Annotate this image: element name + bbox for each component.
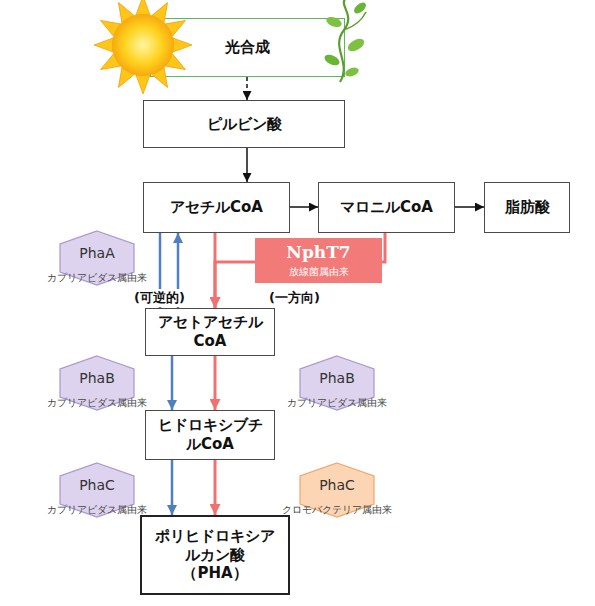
- node-title: ピルビン酸: [207, 115, 282, 134]
- process-box: アセトアセチルCoA: [145, 308, 275, 356]
- node-title: 脂肪酸: [505, 198, 550, 217]
- process-box: ピルビン酸: [143, 100, 345, 148]
- node-title: PhaC: [299, 477, 375, 493]
- process-box: ヒドロキシブチルCoA: [145, 410, 275, 460]
- node-subtitle: カプリアビダス属由来: [47, 272, 147, 285]
- process-box: 光合成: [150, 18, 345, 77]
- node-title: NphT7: [286, 242, 350, 263]
- node-subtitle: カプリアビダス属由来: [287, 397, 387, 410]
- enzyme-hexagon: PhaBカプリアビダス属由来: [299, 355, 375, 411]
- note-label: (一方向): [268, 289, 321, 307]
- node-title: アセチルCoA: [170, 198, 263, 217]
- flow-arrow: [455, 206, 484, 208]
- enzyme-hexagon: PhaCカプリアビダス属由来: [59, 462, 135, 518]
- product-box: ポリヒドロキシアルカン酸（PHA）: [140, 515, 290, 595]
- node-title: 光合成: [225, 38, 270, 57]
- process-box: マロニルCoA: [318, 182, 455, 233]
- node-subtitle: （PHA）: [182, 564, 247, 583]
- node-title: ヒドロキシブチルCoA: [152, 416, 268, 454]
- node-title: アセトアセチルCoA: [152, 313, 268, 351]
- node-title: ポリヒドロキシアルカン酸: [148, 527, 282, 565]
- note-label: (可逆的): [133, 289, 186, 307]
- flow-arrow: [171, 460, 174, 515]
- node-subtitle: クロモバクテリア属由来: [282, 504, 392, 517]
- process-box: 脂肪酸: [484, 182, 570, 233]
- node-title: PhaB: [59, 370, 135, 386]
- flow-arrow: [171, 356, 174, 410]
- node-title: PhaC: [59, 477, 135, 493]
- flow-arrow: [290, 206, 318, 208]
- node-subtitle: 放線菌属由来: [289, 266, 349, 279]
- process-box: アセチルCoA: [143, 182, 290, 233]
- enzyme-box: NphT7 放線菌属由来: [255, 238, 382, 283]
- enzyme-hexagon: PhaAカプリアビダス属由来: [59, 230, 135, 286]
- node-subtitle: カプリアビダス属由来: [47, 504, 147, 517]
- enzyme-hexagon: PhaBカプリアビダス属由来: [59, 355, 135, 411]
- node-subtitle: カプリアビダス属由来: [47, 397, 147, 410]
- flow-arrow: [246, 77, 248, 100]
- flow-arrow: [214, 356, 217, 410]
- node-title: PhaB: [299, 370, 375, 386]
- flow-arrow: [246, 148, 248, 182]
- flow-arrow: [215, 233, 385, 308]
- node-title: PhaA: [59, 245, 135, 261]
- flow-arrow: [214, 460, 217, 515]
- node-title: マロニルCoA: [340, 198, 433, 217]
- enzyme-hexagon: PhaCクロモバクテリア属由来: [299, 462, 375, 518]
